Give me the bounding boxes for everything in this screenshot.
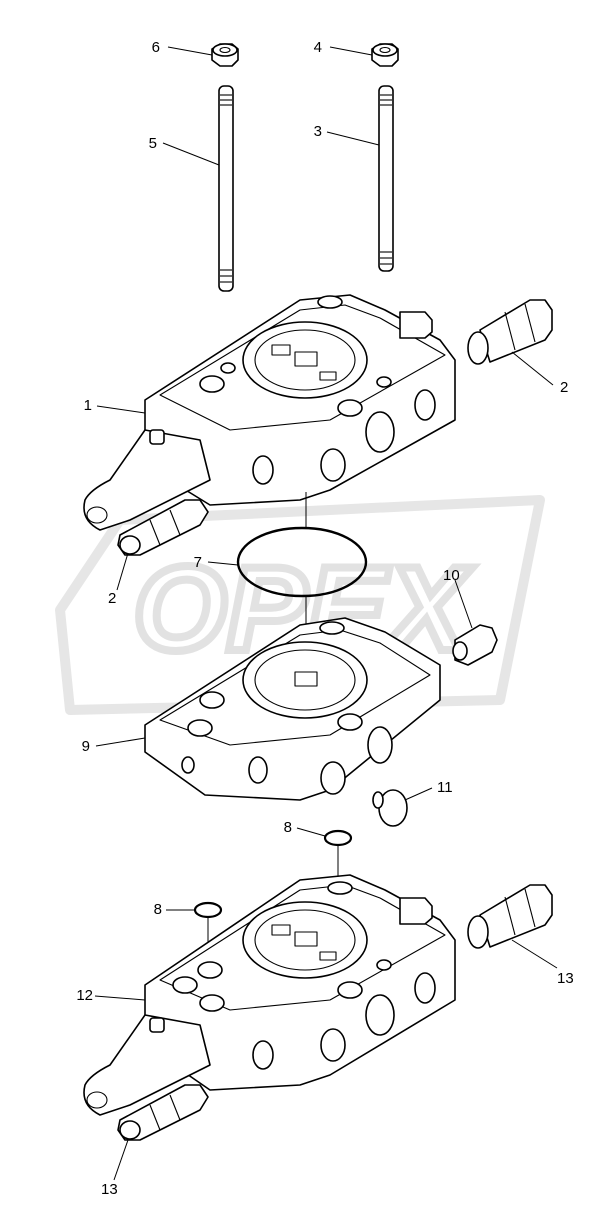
part-9-valve-section [144, 617, 441, 801]
part-3-stud [378, 85, 394, 272]
part-6-nut [211, 43, 239, 67]
callout-9: 9 [82, 738, 90, 755]
callout-13b: 13 [101, 1181, 118, 1198]
callout-8a: 8 [284, 819, 292, 836]
part-12-valve-section [83, 874, 456, 1116]
callout-8b: 8 [154, 901, 162, 918]
part-13-fitting-right [467, 884, 553, 949]
callout-2b: 2 [108, 590, 116, 607]
callout-labels: 6 4 5 3 2 1 2 7 10 9 11 8 8 12 13 13 [76, 39, 573, 1198]
part-13-fitting-left [117, 1084, 209, 1141]
callout-5: 5 [149, 135, 157, 152]
callout-11: 11 [437, 779, 453, 796]
callout-3: 3 [314, 123, 322, 140]
leader-lines [94, 46, 558, 1181]
part-5-stud [218, 85, 234, 292]
callout-4: 4 [314, 39, 322, 56]
callout-10: 10 [443, 567, 460, 584]
callout-2a: 2 [560, 379, 568, 396]
part-2-fitting-right [467, 299, 553, 365]
part-2-fitting-left [117, 499, 209, 556]
callout-12: 12 [76, 987, 93, 1004]
part-1-valve-section [83, 294, 456, 531]
part-10-plug [452, 624, 498, 666]
part-4-nut [371, 43, 399, 67]
callout-13a: 13 [557, 970, 574, 987]
callout-7: 7 [194, 554, 202, 571]
part-11-plug [372, 789, 408, 827]
callout-6: 6 [152, 39, 160, 56]
callout-1: 1 [84, 397, 92, 414]
